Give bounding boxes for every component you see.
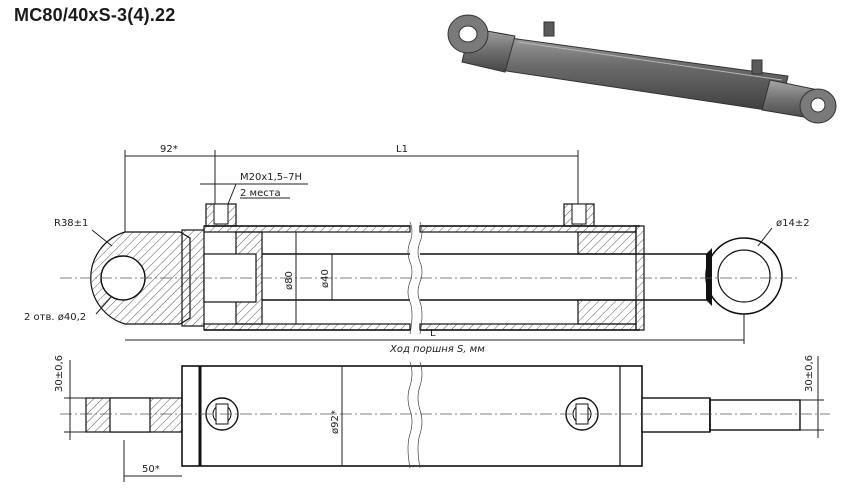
svg-text:30±0,6: 30±0,6 <box>54 355 65 392</box>
svg-text:2 места: 2 места <box>240 188 281 199</box>
svg-text:ø92*: ø92* <box>330 410 341 434</box>
dim-30-right: 30±0,6 <box>800 355 824 438</box>
dim-d80: ø80 <box>284 232 297 324</box>
svg-text:R38±1: R38±1 <box>54 218 88 229</box>
svg-text:Ход поршня S, мм: Ход поршня S, мм <box>389 344 485 355</box>
svg-text:M20x1,5–7H: M20x1,5–7H <box>240 172 302 183</box>
dim-50: 50* <box>123 440 182 482</box>
dim-30-left: 30±0,6 <box>54 355 86 440</box>
svg-text:L: L <box>430 328 436 339</box>
cylinder-3d-render <box>447 14 837 124</box>
side-view <box>60 361 830 469</box>
svg-text:L1: L1 <box>396 144 408 155</box>
svg-text:ø14±2: ø14±2 <box>776 218 810 229</box>
dim-holes: 2 отв. ø40,2 <box>24 295 113 323</box>
svg-text:50*: 50* <box>142 464 160 475</box>
drawing-title: МС80/40хS-3(4).22 <box>14 5 176 25</box>
svg-text:ø80: ø80 <box>284 271 295 290</box>
section-view <box>60 203 800 335</box>
dim-thread: M20x1,5–7H 2 места <box>200 172 308 205</box>
svg-text:30±0,6: 30±0,6 <box>804 355 815 392</box>
svg-text:2 отв. ø40,2: 2 отв. ø40,2 <box>24 312 86 323</box>
dim-d14: ø14±2 <box>757 218 810 247</box>
dim-92-top: 92* <box>124 144 216 232</box>
dim-r38: R38±1 <box>54 218 113 247</box>
dim-d40: ø40 <box>320 254 333 300</box>
dim-l: L Ход поршня S, мм <box>125 314 745 355</box>
svg-text:ø40: ø40 <box>320 269 331 288</box>
dim-l1: L1 <box>215 144 579 204</box>
svg-text:92*: 92* <box>160 144 178 155</box>
dim-d92-bottom: ø92* <box>330 366 343 466</box>
